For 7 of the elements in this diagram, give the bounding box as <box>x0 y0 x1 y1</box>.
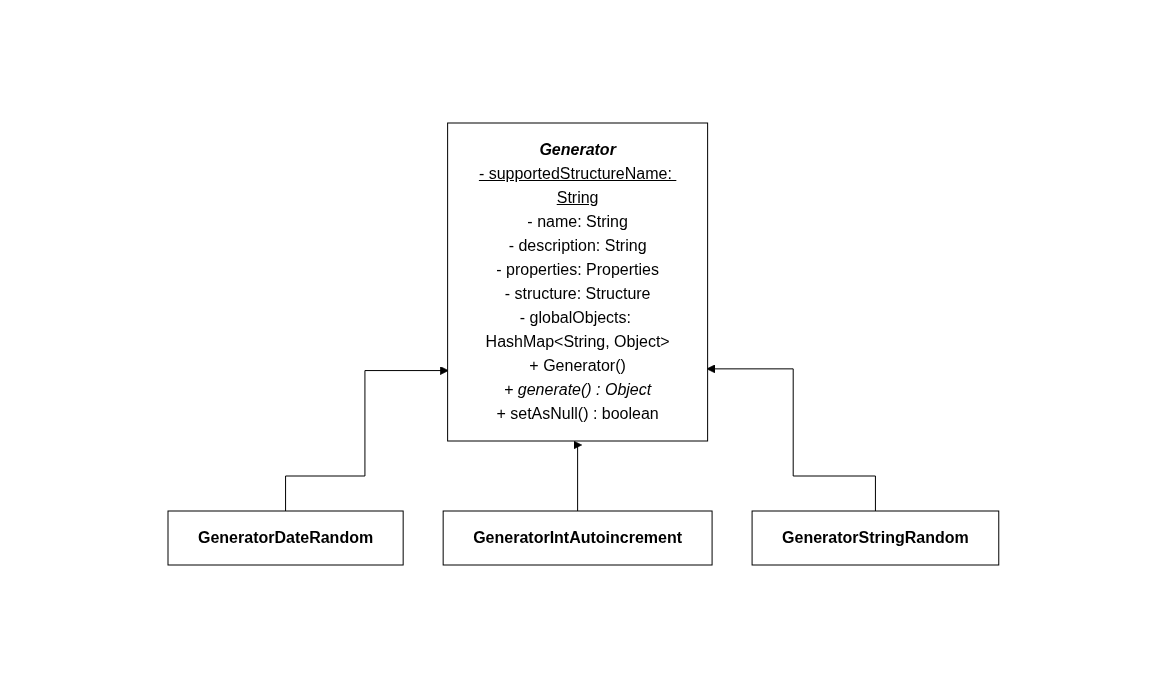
arrow <box>284 366 449 512</box>
node-box: Generator - supportedStructureName: String - name: String - description: String - properties: Properties - structure: Structure - globalObjects: HashMap<String, Object> + Generator() + generate() : Object + setAsNull() : boolean <box>446 122 708 442</box>
arrow <box>706 364 876 512</box>
node-box: GeneratorDateRandom <box>167 510 404 566</box>
node-box: GeneratorStringRandom <box>751 510 999 566</box>
node-box: GeneratorIntAutoincrement <box>442 510 713 566</box>
arrow <box>572 440 582 512</box>
